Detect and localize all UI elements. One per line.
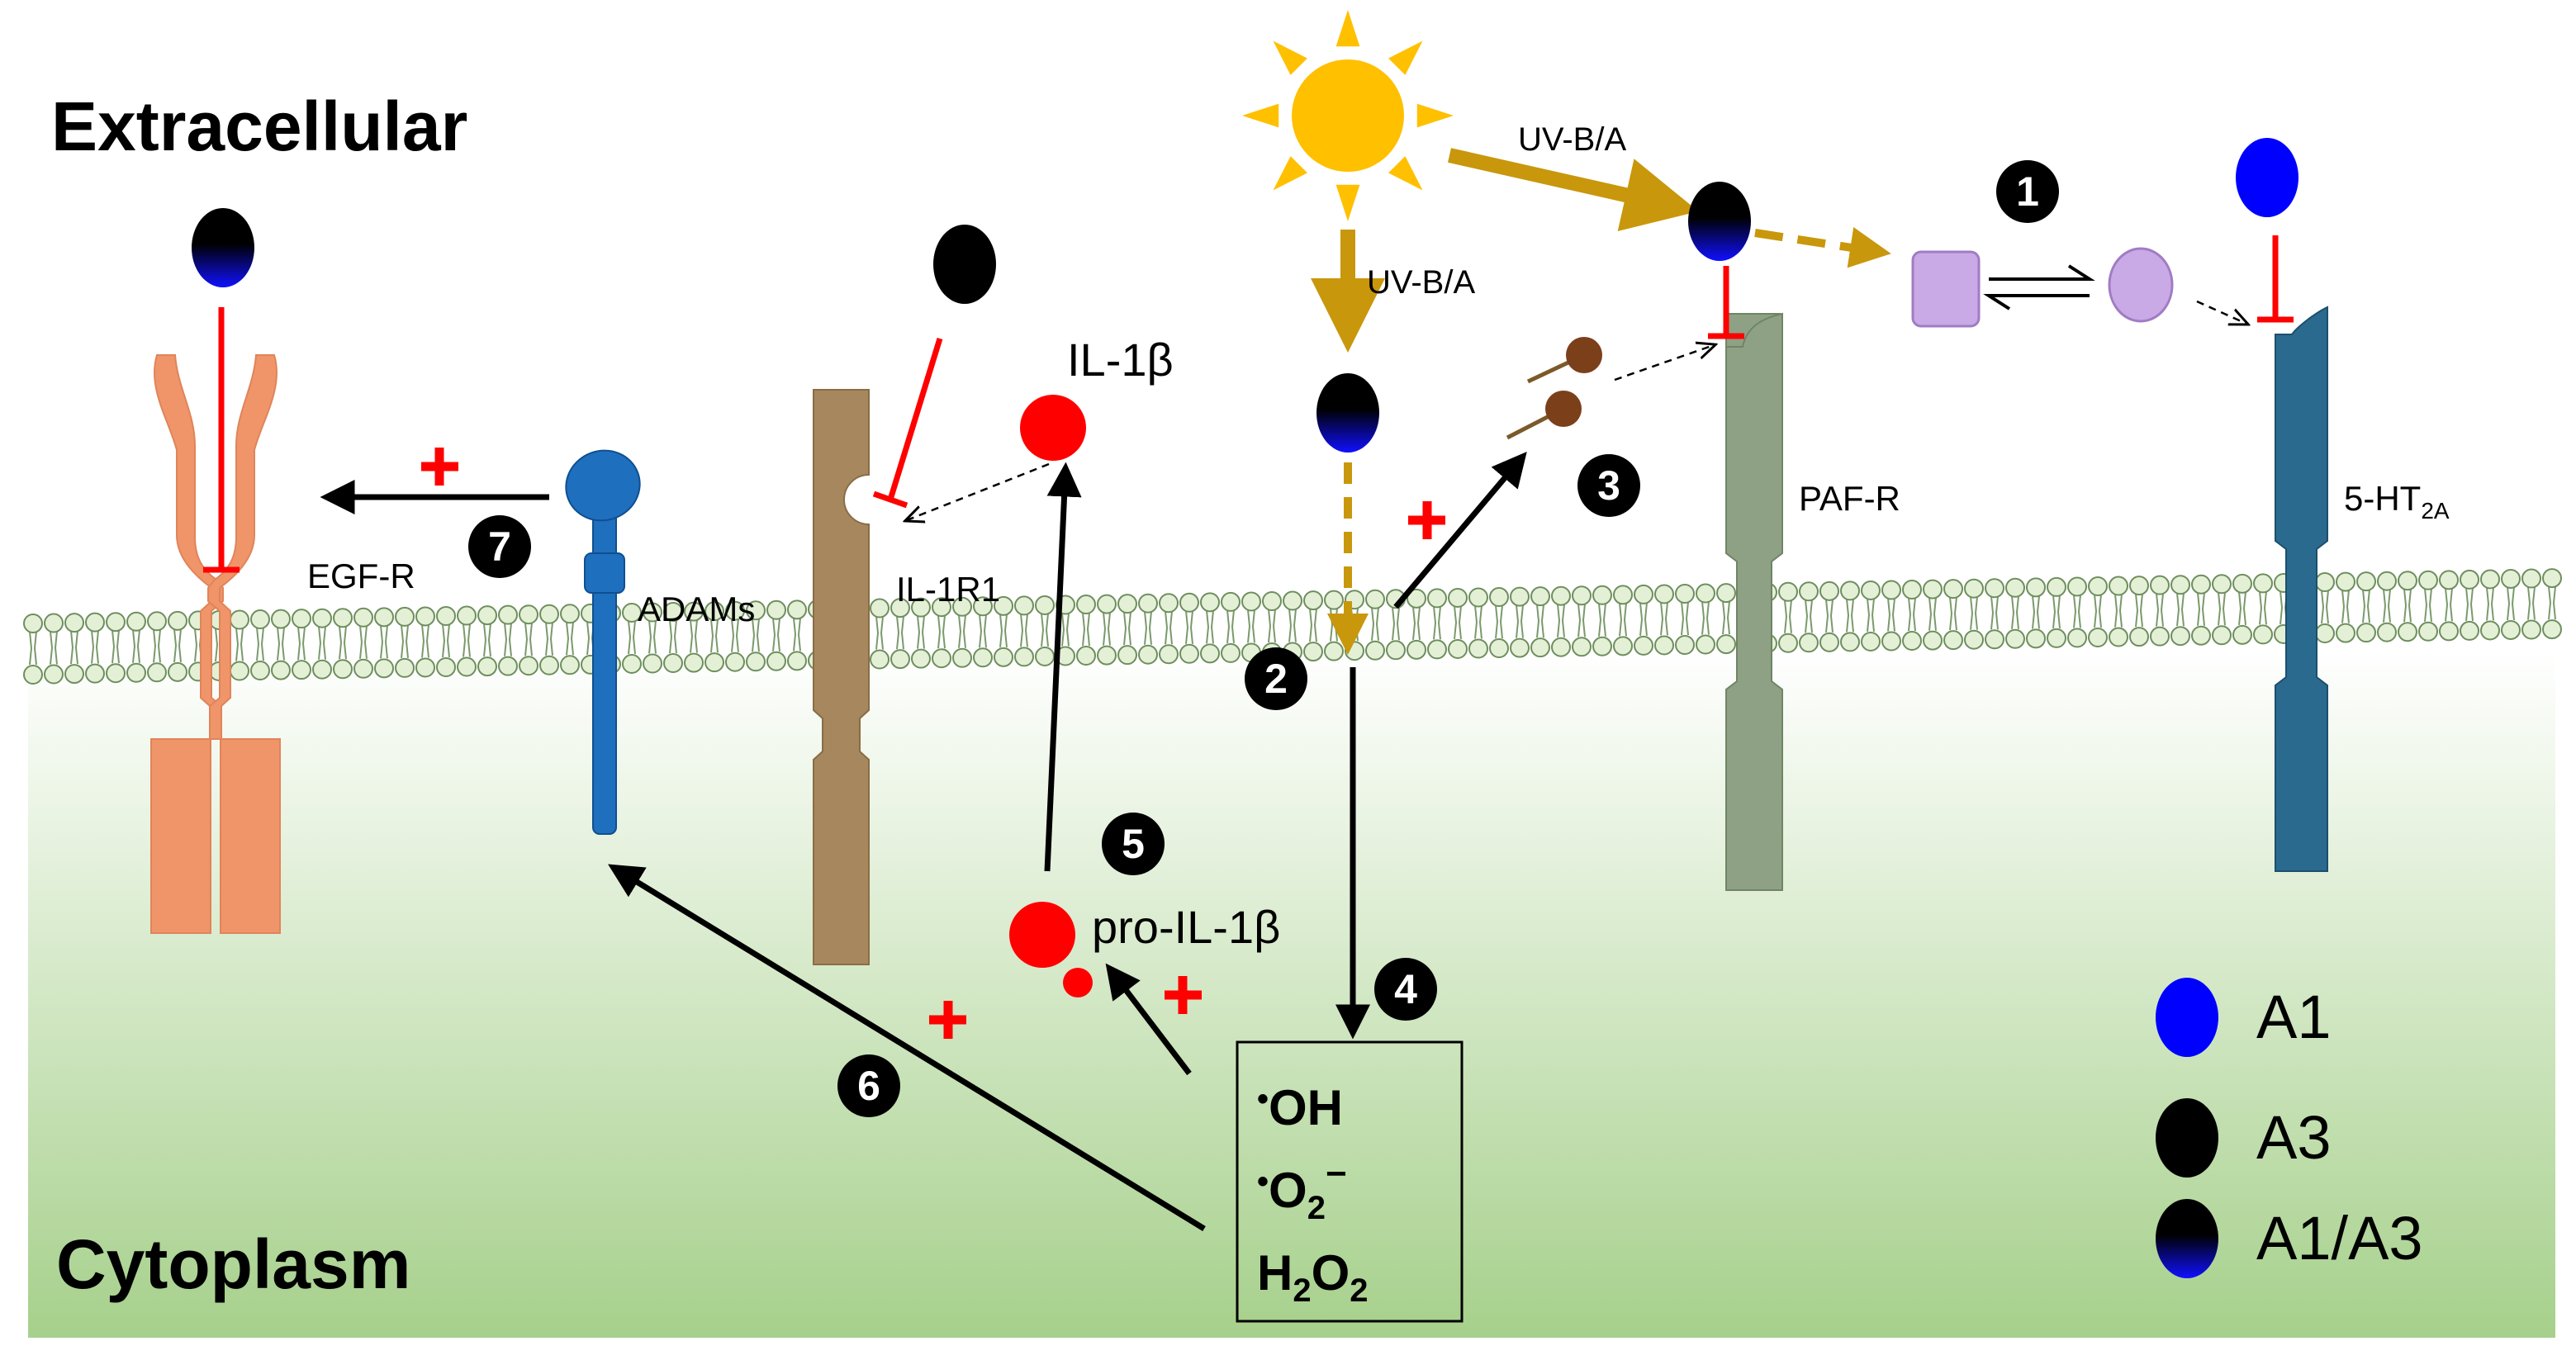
step-number: 2 <box>1264 656 1288 702</box>
ros-box <box>1236 1040 1464 1323</box>
signal-arrows <box>320 300 2246 1231</box>
legend-label: A1 <box>2256 983 2332 1051</box>
dashed-il1b-to-il1r1 <box>907 462 1050 520</box>
ht2a-receptor <box>2275 306 2328 872</box>
plus-adams <box>929 1001 966 1039</box>
step-badge-4: 4 <box>1374 958 1437 1021</box>
ligand-a3-il1r1 <box>933 225 996 304</box>
cytoplasm-background <box>28 652 2555 1338</box>
uv-arrow-right <box>1448 148 1699 232</box>
inhibition-marks <box>203 235 2294 573</box>
arrow-pro-to-il1b <box>1044 462 1082 872</box>
uv-down-label: UV-B/A <box>1367 264 1475 301</box>
pro-il1b-molecule <box>1009 902 1075 968</box>
step-badge-1: 1 <box>1996 160 2059 223</box>
step-badge-5: 5 <box>1102 813 1165 875</box>
ros-hydrogen-peroxide: H2O2 <box>1257 1245 1369 1309</box>
legend-item-a1-a3: A1/A3 <box>2156 1199 2423 1278</box>
il1r1-receptor <box>813 389 870 965</box>
uv-top-label: UV-B/A <box>1518 121 1626 158</box>
step-number: 7 <box>488 524 511 570</box>
legend-item-a3: A3 <box>2156 1098 2332 1178</box>
dashed-lipids-to-pafr <box>1614 345 1714 381</box>
step-badge-3: 3 <box>1577 454 1640 517</box>
legend-label: A3 <box>2256 1103 2332 1172</box>
step-number: 3 <box>1597 462 1620 509</box>
pafr-receptor <box>1725 312 1783 891</box>
uv-dashed-to-square <box>1754 226 1891 268</box>
lilac-circle <box>2108 247 2174 323</box>
arrow-ros-to-pro-il1b <box>1105 963 1192 1076</box>
step-badge-6: 6 <box>837 1054 900 1117</box>
pro-il1b-fragment <box>1063 968 1093 997</box>
ht2a-label: 5-HT2A <box>2344 479 2450 524</box>
plus-pro-il1b <box>1165 976 1202 1014</box>
egfr-label: EGF-R <box>307 557 415 595</box>
plus-egfr <box>421 448 458 486</box>
step-number: 6 <box>857 1063 880 1109</box>
step-badge-7: 7 <box>468 515 531 578</box>
cytoplasm-label: Cytoplasm <box>56 1225 410 1303</box>
adams-protein <box>565 449 641 835</box>
plus-signs <box>421 448 1445 1039</box>
pafr-label: PAF-R <box>1799 479 1900 518</box>
il1r1-label: IL-1R1 <box>896 570 1000 609</box>
ligand-a1a3-pafr <box>1688 182 1751 261</box>
legend-label: A1/A3 <box>2256 1204 2423 1272</box>
sun-icon <box>1242 10 1454 221</box>
extracellular-label: Extracellular <box>51 88 467 165</box>
arrow-membrane-to-lipids <box>1393 451 1527 609</box>
arrow-ros-to-adams <box>608 864 1206 1231</box>
step-badge-2: 2 <box>1245 647 1307 710</box>
ros-hydroxyl: •OH <box>1257 1080 1343 1135</box>
ligand-a1-ht2a <box>2236 138 2298 217</box>
lipid-fragments <box>1506 337 1602 440</box>
legend-item-a1: A1 <box>2156 978 2332 1057</box>
pro-il1b-label: pro-IL-1β <box>1092 901 1280 953</box>
il1b-label: IL-1β <box>1067 334 1174 386</box>
step-number: 1 <box>2016 168 2039 215</box>
step-number: 5 <box>1122 821 1145 867</box>
adams-label: ADAMs <box>638 590 755 628</box>
lilac-square <box>1911 250 1981 328</box>
dashed-circle-to-ht2a <box>2196 300 2246 324</box>
step-number: 4 <box>1394 966 1417 1012</box>
uv-arrows <box>1311 148 1891 655</box>
il1b-molecule <box>1020 395 1086 461</box>
ligand-a1a3-center <box>1316 373 1379 453</box>
step-badges: 1 2 3 4 5 6 7 <box>468 160 2059 1117</box>
equilibrium-arrows <box>1983 264 2095 310</box>
plus-lipids <box>1408 501 1445 539</box>
ligand-a1a3-egfr <box>192 208 254 287</box>
ros-superoxide: •O2− <box>1257 1154 1347 1226</box>
egfr-receptor <box>150 354 281 934</box>
